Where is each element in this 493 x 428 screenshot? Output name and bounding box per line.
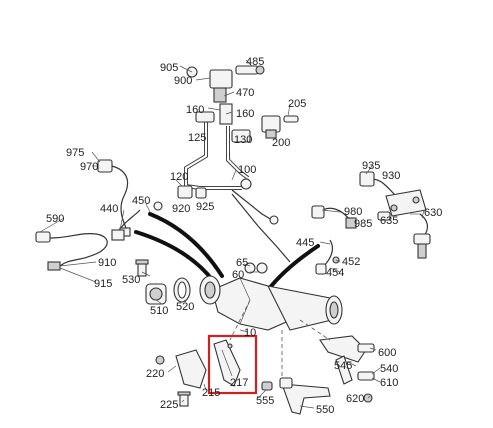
callout-630: 630 <box>424 207 442 219</box>
callout-635: 635 <box>380 215 398 227</box>
hose-100 <box>231 189 291 263</box>
callout-215: 215 <box>202 387 220 399</box>
callout-10: 10 <box>244 327 256 339</box>
callout-620: 620 <box>346 393 364 405</box>
callout-217: 217 <box>230 377 248 389</box>
bracket-217 <box>213 339 241 387</box>
clamp-510 <box>145 283 167 305</box>
sensor-440 <box>111 209 141 241</box>
callout-915: 915 <box>94 278 112 290</box>
callout-520: 520 <box>176 301 194 313</box>
callout-600: 600 <box>378 347 396 359</box>
callout-590: 590 <box>46 213 64 225</box>
bracket-540 <box>319 335 375 403</box>
callout-labels: 905 485 900 470 160 160 205 125 130 200 … <box>46 56 442 416</box>
temperature-sensor-980 <box>311 205 391 229</box>
callout-60: 60 <box>232 269 244 281</box>
callout-610: 610 <box>380 377 398 389</box>
callout-65: 65 <box>236 257 248 269</box>
callout-905: 905 <box>160 62 178 74</box>
leader-lines <box>39 59 425 409</box>
callout-445: 445 <box>296 237 314 249</box>
callout-540: 540 <box>380 363 398 375</box>
callout-980: 980 <box>344 206 362 218</box>
sensor-tubes <box>184 111 252 190</box>
callout-555: 555 <box>256 395 274 407</box>
lambda-sensor-910 <box>35 231 108 271</box>
alignment-lines <box>229 299 331 378</box>
callout-205: 205 <box>288 98 306 110</box>
sensor-930-assembly <box>359 171 431 259</box>
callout-900: 900 <box>174 75 192 87</box>
highlight-box-217 <box>207 334 258 395</box>
sensor-445 <box>315 239 340 275</box>
callout-125: 125 <box>188 132 206 144</box>
exhaust-main-body <box>199 262 343 331</box>
callout-985: 985 <box>354 218 372 230</box>
callout-545: 545 <box>334 360 352 372</box>
callout-550: 550 <box>316 404 334 416</box>
callout-970: 970 <box>80 161 98 173</box>
callout-160-right: 160 <box>236 108 254 120</box>
callout-454: 454 <box>326 267 344 279</box>
ring-520 <box>173 277 191 303</box>
callout-160-left: 160 <box>186 104 204 116</box>
black-cables <box>134 212 320 292</box>
callout-220: 220 <box>146 368 164 380</box>
callout-510: 510 <box>150 305 168 317</box>
callout-200: 200 <box>272 137 290 149</box>
callout-485: 485 <box>246 56 264 68</box>
callout-935: 935 <box>362 160 380 172</box>
fittings-920-925 <box>153 185 207 211</box>
callout-530: 530 <box>122 274 140 286</box>
callout-910: 910 <box>98 257 116 269</box>
callout-930: 930 <box>382 170 400 182</box>
callout-925: 925 <box>196 201 214 213</box>
callout-225: 225 <box>160 399 178 411</box>
callout-450: 450 <box>132 195 150 207</box>
callout-440: 440 <box>100 203 118 215</box>
callout-470: 470 <box>236 87 254 99</box>
callout-920: 920 <box>172 203 190 215</box>
callout-975: 975 <box>66 147 84 159</box>
pressure-sensor-200 <box>261 115 299 139</box>
bolt-555 <box>261 381 273 391</box>
callout-100: 100 <box>238 164 256 176</box>
bolt-530 <box>135 259 149 277</box>
callout-452: 452 <box>342 256 360 268</box>
callout-130: 130 <box>234 134 252 146</box>
temperature-sensor-970 <box>97 159 131 237</box>
arm-550 <box>279 377 331 415</box>
callout-120: 120 <box>170 171 188 183</box>
